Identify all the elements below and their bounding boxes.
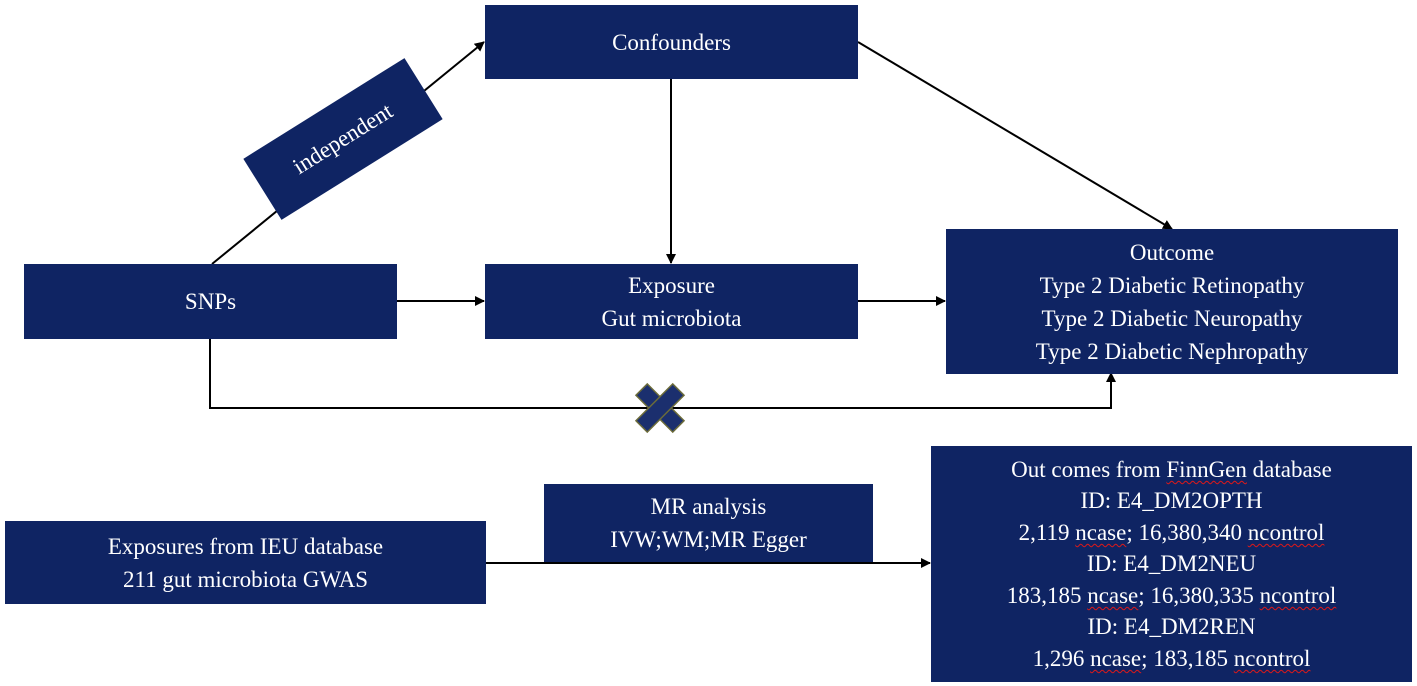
finngen-counts-neu: 183,185 ncase; 16,380,335 ncontrol xyxy=(1006,582,1337,608)
outcome-neuropathy: Type 2 Diabetic Neuropathy xyxy=(1041,305,1303,331)
exposure-box: Exposure Gut microbiota xyxy=(485,264,858,339)
mr-analysis-methods: IVW;WM;MR Egger xyxy=(610,527,807,552)
snps-label: SNPs xyxy=(184,289,237,314)
finngen-title: Out comes from FinnGen database xyxy=(1011,456,1332,482)
finngen-id-neu: ID: E4_DM2NEU xyxy=(1086,551,1257,577)
exposure-title: Exposure xyxy=(628,272,715,298)
mr-analysis-box: MR analysis IVW;WM;MR Egger xyxy=(544,484,873,562)
ieu-exposures-subtitle: 211 gut microbiota GWAS xyxy=(122,566,369,592)
finngen-outcomes-box: Out comes from FinnGen database ID: E4_D… xyxy=(931,446,1412,682)
finngen-counts-opth: 2,119 ncase; 16,380,340 ncontrol xyxy=(1018,519,1325,545)
mr-analysis-title: MR analysis xyxy=(650,494,767,519)
ieu-exposures-box: Exposures from IEU database 211 gut micr… xyxy=(5,521,486,604)
finngen-id-ren: ID: E4_DM2REN xyxy=(1087,614,1256,640)
confounders-box: Confounders xyxy=(485,5,858,79)
arrow-confounders-to-outcome xyxy=(857,41,1173,230)
outcome-title: Outcome xyxy=(1129,239,1215,265)
outcome-box: Outcome Type 2 Diabetic Retinopathy Type… xyxy=(946,229,1398,374)
finngen-id-opth: ID: E4_DM2OPTH xyxy=(1080,488,1263,514)
outcome-nephropathy: Type 2 Diabetic Nephropathy xyxy=(1035,338,1309,364)
cross-icon xyxy=(634,382,686,434)
confounders-label: Confounders xyxy=(612,29,731,55)
exposure-subtitle: Gut microbiota xyxy=(601,305,742,331)
snps-box: SNPs xyxy=(24,264,397,339)
ieu-exposures-title: Exposures from IEU database xyxy=(107,533,384,559)
finngen-counts-ren: 1,296 ncase; 183,185 ncontrol xyxy=(1032,645,1311,671)
outcome-retinopathy: Type 2 Diabetic Retinopathy xyxy=(1039,272,1305,298)
